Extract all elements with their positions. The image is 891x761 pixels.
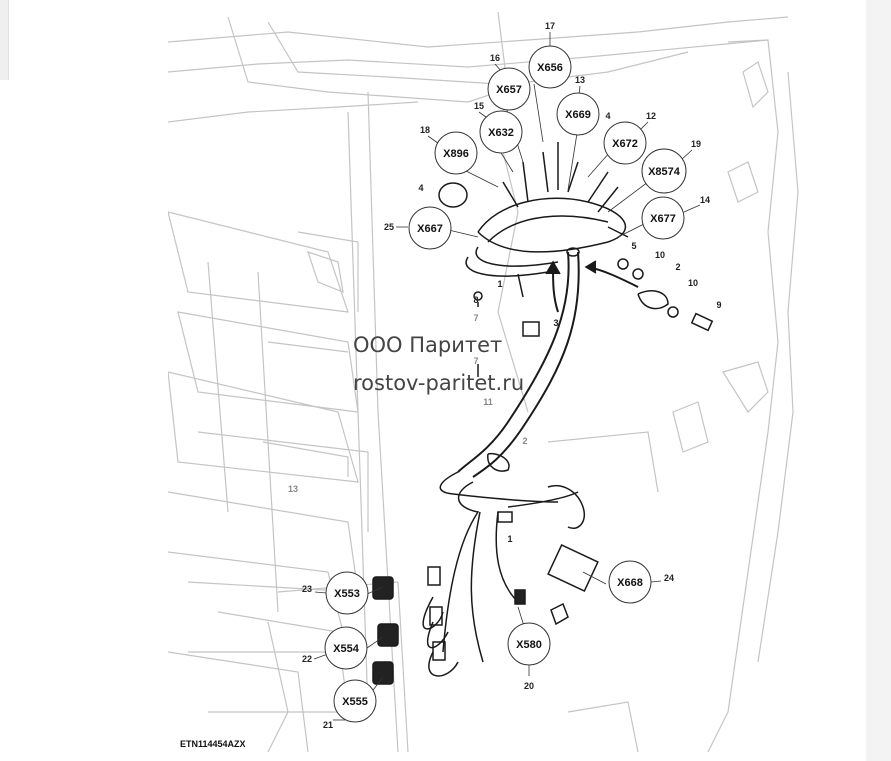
callout-number: 8 — [473, 295, 478, 305]
connector-code: X553 — [334, 588, 360, 600]
connector-code: X677 — [650, 213, 676, 225]
connector-x669: 13 X669 — [556, 75, 600, 136]
connector-x554: 22 X554 — [302, 626, 368, 670]
connector-code: X668 — [617, 577, 643, 589]
connector-code: X896 — [443, 148, 469, 160]
connector-code: X555 — [342, 696, 368, 708]
callout-number: 13 — [575, 75, 585, 85]
callout-number: 16 — [490, 53, 500, 63]
callout-number: 25 — [384, 222, 394, 232]
connector-x672: 12 X672 — [603, 111, 656, 165]
callout-number: 12 — [646, 111, 656, 121]
callout-number: 22 — [302, 654, 312, 664]
connector-x8574: 19 X8574 — [641, 139, 701, 194]
wiring-harness — [372, 142, 714, 685]
connector-x656: 17 X656 — [528, 21, 572, 89]
connector-code: X580 — [516, 639, 542, 651]
part-callouts: 4 4 5 10 2 10 9 1 8 7 3 7 11 2 1 — [418, 111, 721, 544]
left-scroll-strip — [0, 0, 9, 80]
callout-number: 2 — [522, 436, 527, 446]
connector-x553: 23 X553 — [302, 571, 369, 615]
callout-number: 10 — [688, 278, 698, 288]
callout-number: 7 — [473, 356, 478, 366]
callout-number: 7 — [473, 313, 478, 323]
watermark-line-2: rostov-paritet.ru — [353, 371, 524, 395]
connector-x667: 25 X667 — [384, 206, 452, 250]
right-scroll-strip — [866, 0, 891, 761]
connector-x580: X580 20 — [507, 622, 551, 691]
connector-code: X667 — [417, 223, 443, 235]
callout-number: 24 — [664, 573, 674, 583]
harness-diagram: 13 17 X656 16 X657 — [168, 12, 799, 752]
callout-number: 19 — [691, 139, 701, 149]
connector-x896: 18 X896 — [420, 125, 478, 175]
callout-number: 14 — [700, 195, 710, 205]
callout-number: 3 — [553, 318, 558, 328]
connector-code: X632 — [488, 127, 514, 139]
connector-x657: 16 X657 — [487, 53, 531, 111]
callout-number: 4 — [418, 183, 423, 193]
connector-code: X669 — [565, 109, 591, 121]
connector-x668: 24 X668 — [608, 560, 674, 604]
connector-x555: X555 21 — [323, 679, 377, 730]
ghost-label: 13 — [288, 484, 298, 494]
callout-number: 4 — [605, 111, 610, 121]
callout-number: 15 — [474, 101, 484, 111]
connector-code: X656 — [537, 62, 563, 74]
callout-number: 23 — [302, 584, 312, 594]
callout-number: 21 — [323, 720, 333, 730]
connector-x632: 15 X632 — [474, 101, 523, 154]
connector-code: X554 — [333, 643, 360, 655]
callout-number: 2 — [675, 262, 680, 272]
callout-number: 9 — [716, 300, 721, 310]
callout-number: 1 — [497, 279, 502, 289]
connector-code: X8574 — [648, 166, 681, 178]
callout-number: 20 — [524, 681, 534, 691]
callout-number: 17 — [545, 21, 555, 31]
callout-number: 5 — [631, 241, 636, 251]
watermark-line-1: ООО Паритет — [353, 333, 502, 357]
connector-code: X672 — [612, 138, 638, 150]
figure-id: ETN114454AZX — [180, 739, 246, 749]
connector-code: X657 — [496, 84, 522, 96]
callout-number: 10 — [655, 250, 665, 260]
callout-number: 11 — [483, 397, 493, 407]
connector-x677: 14 X677 — [641, 195, 710, 240]
callout-number: 1 — [507, 534, 512, 544]
callout-number: 18 — [420, 125, 430, 135]
